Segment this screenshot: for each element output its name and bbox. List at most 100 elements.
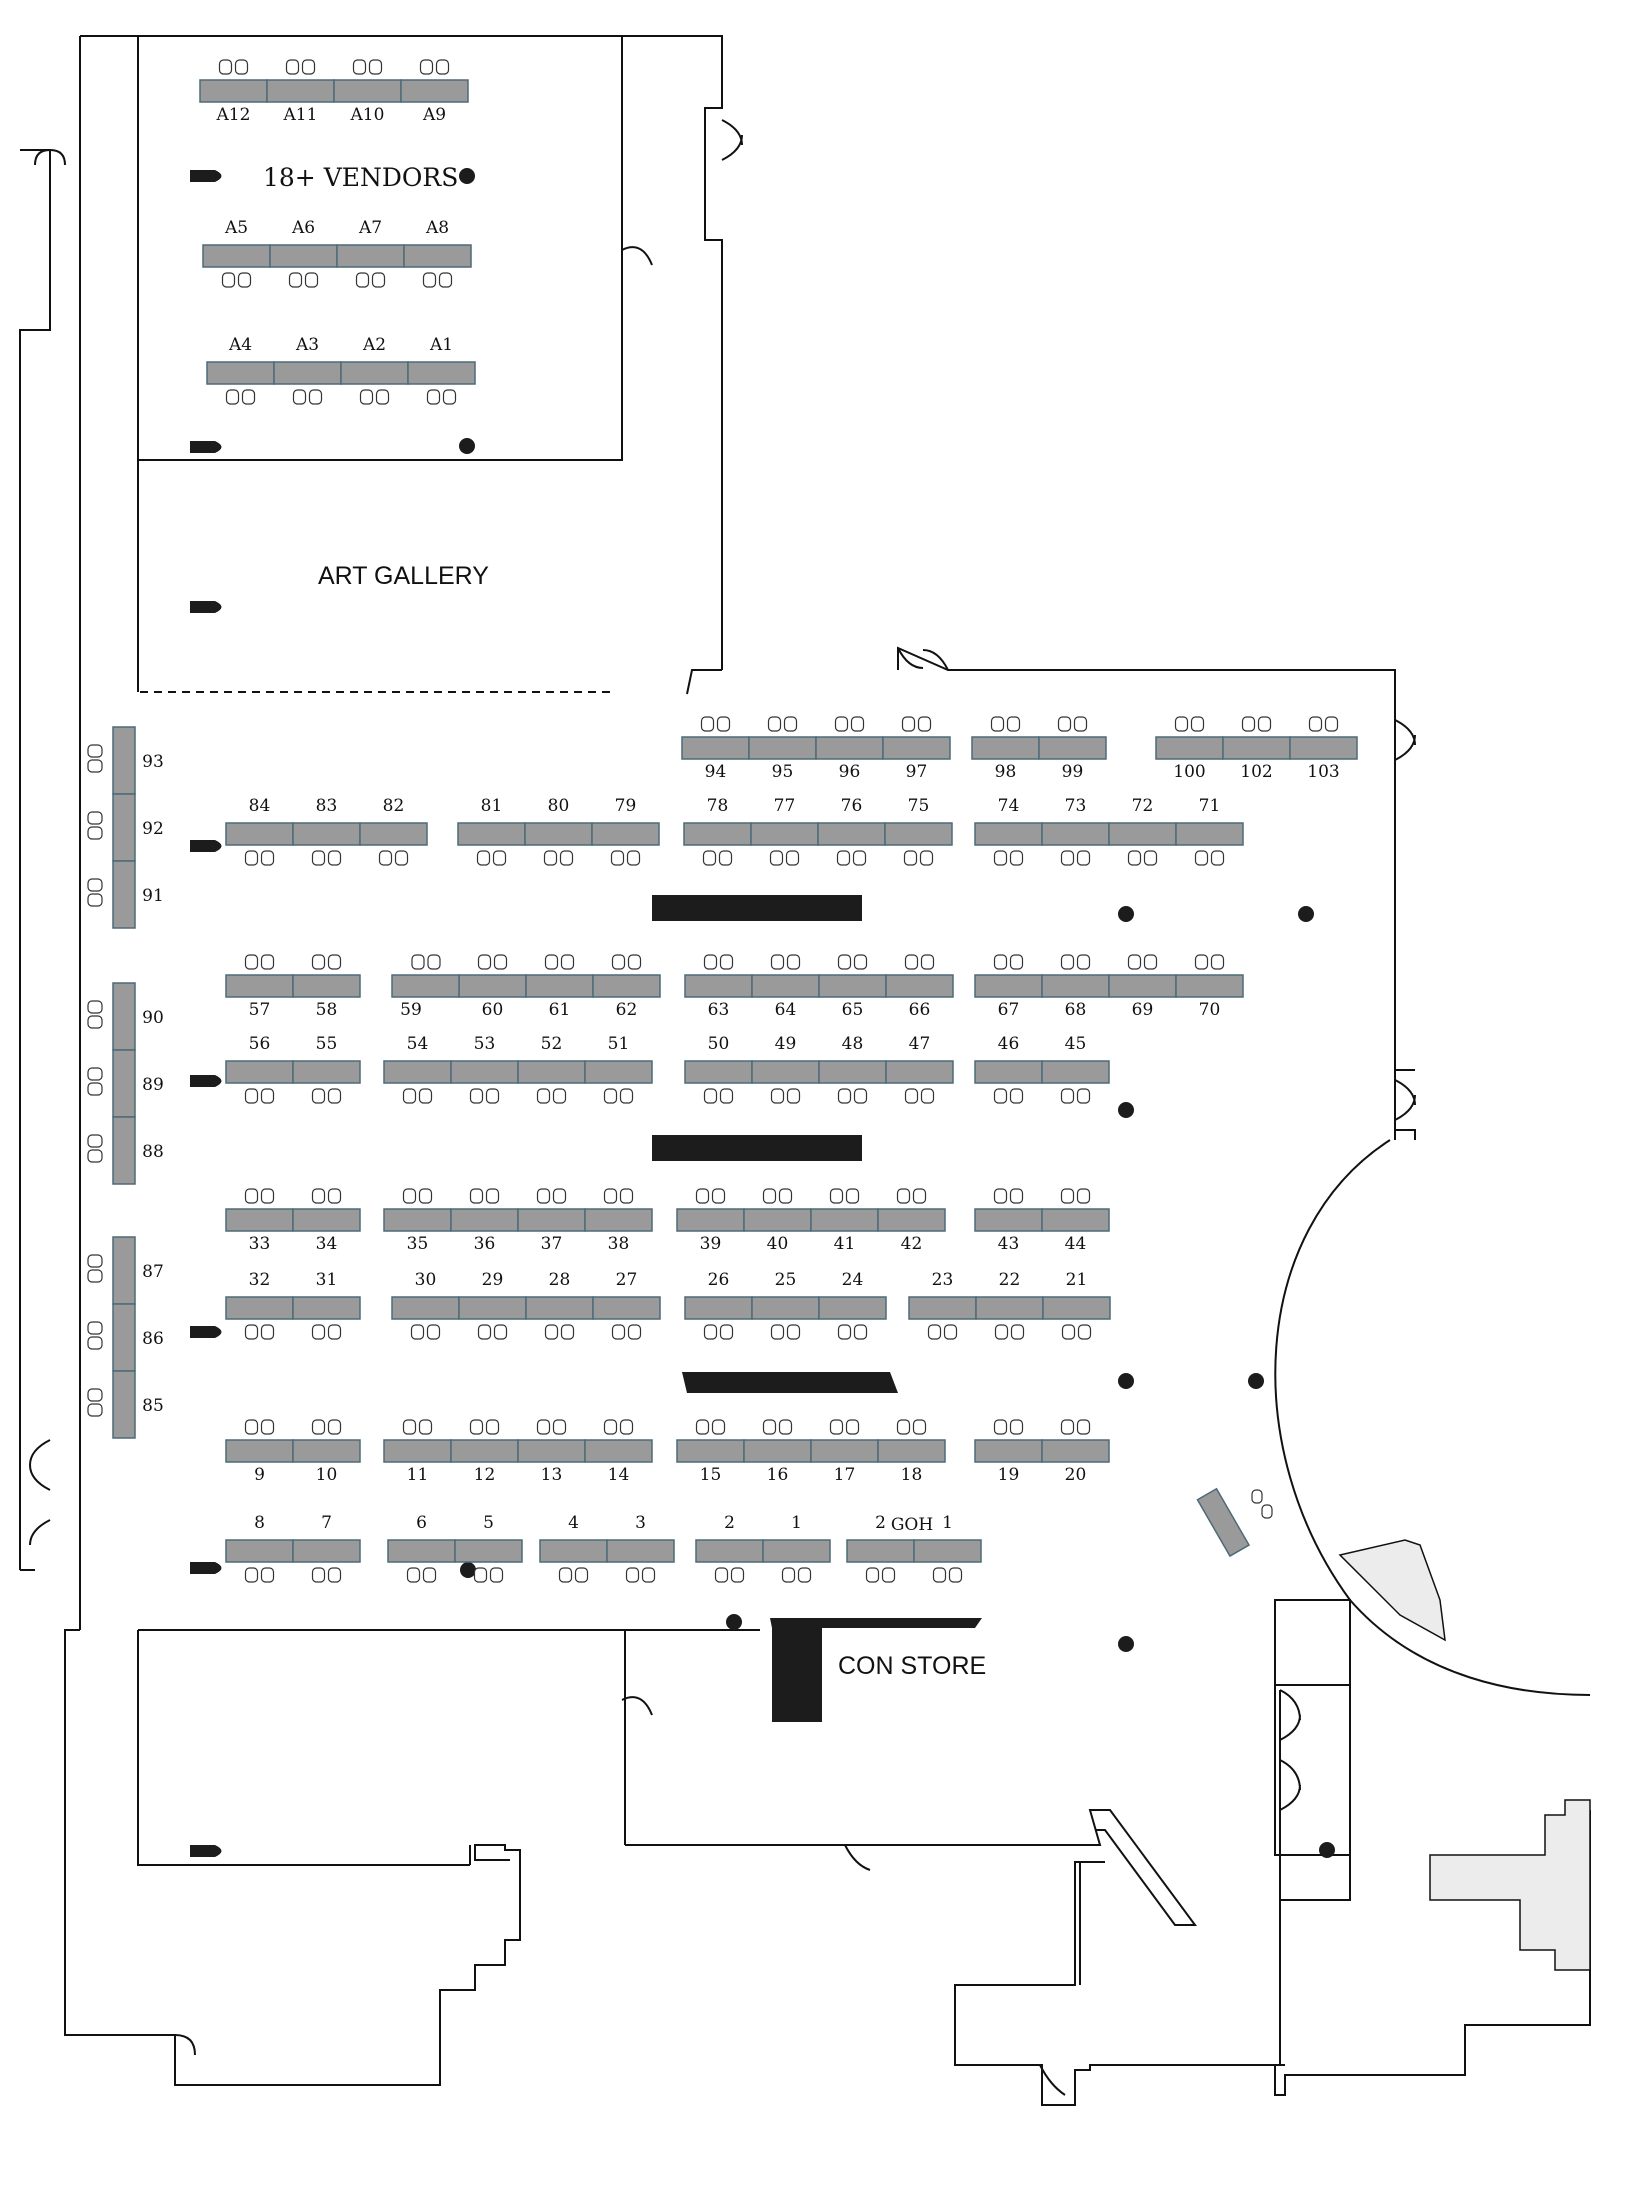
booth-A8[interactable] bbox=[403, 244, 472, 268]
booth-51[interactable] bbox=[584, 1060, 653, 1084]
booth-A3[interactable] bbox=[273, 361, 342, 385]
booth-71[interactable] bbox=[1175, 822, 1244, 846]
booth-80[interactable] bbox=[524, 822, 593, 846]
booth-47[interactable] bbox=[885, 1060, 954, 1084]
booth-43[interactable] bbox=[974, 1208, 1043, 1232]
booth-66[interactable] bbox=[885, 974, 954, 998]
booth-91[interactable] bbox=[112, 860, 136, 929]
booth-35[interactable] bbox=[383, 1208, 452, 1232]
booth-79[interactable] bbox=[591, 822, 660, 846]
booth-88[interactable] bbox=[112, 1116, 136, 1185]
booth-12[interactable] bbox=[450, 1439, 519, 1463]
booth-19[interactable] bbox=[974, 1439, 1043, 1463]
booth-69[interactable] bbox=[1108, 974, 1177, 998]
booth-37[interactable] bbox=[517, 1208, 586, 1232]
booth-67[interactable] bbox=[974, 974, 1043, 998]
booth-10[interactable] bbox=[292, 1439, 361, 1463]
booth-41[interactable] bbox=[810, 1208, 879, 1232]
booth-7[interactable] bbox=[292, 1539, 361, 1563]
booth-8[interactable] bbox=[225, 1539, 294, 1563]
booth-17[interactable] bbox=[810, 1439, 879, 1463]
booth-A6[interactable] bbox=[269, 244, 338, 268]
booth-44[interactable] bbox=[1041, 1208, 1110, 1232]
booth-5[interactable] bbox=[454, 1539, 523, 1563]
booth-94[interactable] bbox=[681, 736, 750, 760]
booth-A1[interactable] bbox=[407, 361, 476, 385]
booth-27[interactable] bbox=[592, 1296, 661, 1320]
booth-34[interactable] bbox=[292, 1208, 361, 1232]
booth-90[interactable] bbox=[112, 982, 136, 1051]
booth-60[interactable] bbox=[458, 974, 527, 998]
booth-55[interactable] bbox=[292, 1060, 361, 1084]
booth-18[interactable] bbox=[877, 1439, 946, 1463]
booth-14[interactable] bbox=[584, 1439, 653, 1463]
booth-102[interactable] bbox=[1222, 736, 1291, 760]
booth-22[interactable] bbox=[975, 1296, 1044, 1320]
booth-100[interactable] bbox=[1155, 736, 1224, 760]
booth-40[interactable] bbox=[743, 1208, 812, 1232]
booth-57[interactable] bbox=[225, 974, 294, 998]
booth-9[interactable] bbox=[225, 1439, 294, 1463]
booth-62[interactable] bbox=[592, 974, 661, 998]
booth-13[interactable] bbox=[517, 1439, 586, 1463]
booth-49[interactable] bbox=[751, 1060, 820, 1084]
booth-99[interactable] bbox=[1038, 736, 1107, 760]
booth-72[interactable] bbox=[1108, 822, 1177, 846]
booth-76[interactable] bbox=[817, 822, 886, 846]
booth-58[interactable] bbox=[292, 974, 361, 998]
booth-98[interactable] bbox=[971, 736, 1040, 760]
booth-83[interactable] bbox=[292, 822, 361, 846]
booth-54[interactable] bbox=[383, 1060, 452, 1084]
booth-81[interactable] bbox=[457, 822, 526, 846]
booth-45[interactable] bbox=[1041, 1060, 1110, 1084]
booth-A7[interactable] bbox=[336, 244, 405, 268]
booth-93[interactable] bbox=[112, 726, 136, 795]
booth-50[interactable] bbox=[684, 1060, 753, 1084]
booth-2[interactable] bbox=[695, 1539, 764, 1563]
booth-56[interactable] bbox=[225, 1060, 294, 1084]
booth-52[interactable] bbox=[517, 1060, 586, 1084]
booth-70[interactable] bbox=[1175, 974, 1244, 998]
booth-42[interactable] bbox=[877, 1208, 946, 1232]
booth-64[interactable] bbox=[751, 974, 820, 998]
booth-28[interactable] bbox=[525, 1296, 594, 1320]
booth-15[interactable] bbox=[676, 1439, 745, 1463]
booth-85[interactable] bbox=[112, 1370, 136, 1439]
booth-82[interactable] bbox=[359, 822, 428, 846]
booth-63[interactable] bbox=[684, 974, 753, 998]
booth-30[interactable] bbox=[391, 1296, 460, 1320]
booth-92[interactable] bbox=[112, 793, 136, 862]
booth-68[interactable] bbox=[1041, 974, 1110, 998]
booth-38[interactable] bbox=[584, 1208, 653, 1232]
booth-78[interactable] bbox=[683, 822, 752, 846]
booth-65[interactable] bbox=[818, 974, 887, 998]
booth-6[interactable] bbox=[387, 1539, 456, 1563]
booth-2[interactable] bbox=[846, 1539, 915, 1563]
booth-75[interactable] bbox=[884, 822, 953, 846]
booth-26[interactable] bbox=[684, 1296, 753, 1320]
booth-48[interactable] bbox=[818, 1060, 887, 1084]
booth-32[interactable] bbox=[225, 1296, 294, 1320]
booth-31[interactable] bbox=[292, 1296, 361, 1320]
booth-53[interactable] bbox=[450, 1060, 519, 1084]
booth-46[interactable] bbox=[974, 1060, 1043, 1084]
booth-A10[interactable] bbox=[333, 79, 402, 103]
booth-87[interactable] bbox=[112, 1236, 136, 1305]
booth-A11[interactable] bbox=[266, 79, 335, 103]
booth-16[interactable] bbox=[743, 1439, 812, 1463]
booth-96[interactable] bbox=[815, 736, 884, 760]
booth-A4[interactable] bbox=[206, 361, 275, 385]
booth-11[interactable] bbox=[383, 1439, 452, 1463]
booth-29[interactable] bbox=[458, 1296, 527, 1320]
booth-A5[interactable] bbox=[202, 244, 271, 268]
booth-95[interactable] bbox=[748, 736, 817, 760]
booth-77[interactable] bbox=[750, 822, 819, 846]
booth-24[interactable] bbox=[818, 1296, 887, 1320]
booth-59[interactable] bbox=[391, 974, 460, 998]
booth-33[interactable] bbox=[225, 1208, 294, 1232]
booth-1[interactable] bbox=[913, 1539, 982, 1563]
booth-84[interactable] bbox=[225, 822, 294, 846]
booth-4[interactable] bbox=[539, 1539, 608, 1563]
booth-39[interactable] bbox=[676, 1208, 745, 1232]
booth-73[interactable] bbox=[1041, 822, 1110, 846]
